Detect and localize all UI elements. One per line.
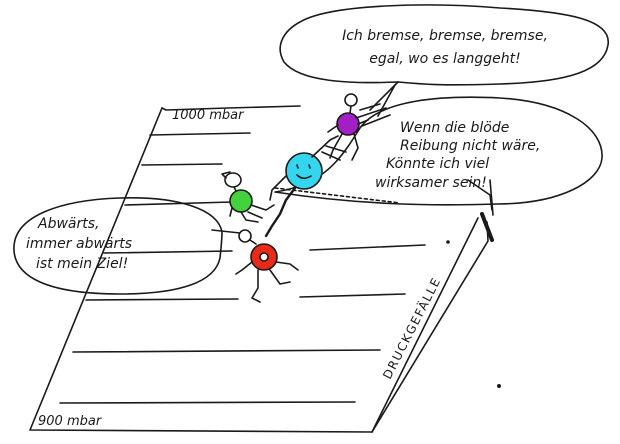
right-speech-bubble xyxy=(274,96,603,206)
right-bubble-line-2: Reibung nicht wäre, xyxy=(400,138,540,154)
rope xyxy=(264,186,297,238)
ink-dot xyxy=(496,383,501,388)
right-bubble-line-3: Könnte ich viel xyxy=(386,156,489,172)
right-bubble-leader xyxy=(467,179,493,211)
pressure-gradient-label: DRUCKGEFÄLLE xyxy=(379,274,443,381)
cyan-figure xyxy=(269,135,347,201)
left-bubble-line-3: ist mein Ziel! xyxy=(36,256,128,272)
right-bubble-line-4: wirksamer sein! xyxy=(375,175,487,191)
top-bubble-line-1: Ich bremse, bremse, bremse, xyxy=(342,28,548,44)
top-speech-bubble xyxy=(279,4,609,86)
left-bubble-line-2: immer abwärts xyxy=(26,236,132,252)
top-pressure-label: 1000 mbar xyxy=(172,108,245,123)
top-bubble-line-2: egal, wo es langgeht! xyxy=(369,51,520,67)
purple-figure xyxy=(327,93,391,161)
pressure-slab xyxy=(29,105,494,433)
red-figure xyxy=(235,229,299,303)
left-bubble-line-1: Abwärts, xyxy=(37,216,99,232)
left-speech-bubble xyxy=(13,197,223,295)
green-figure xyxy=(221,171,275,223)
right-bubble-line-1: Wenn die blöde xyxy=(400,120,509,136)
bottom-pressure-label: 900 mbar xyxy=(38,414,103,429)
